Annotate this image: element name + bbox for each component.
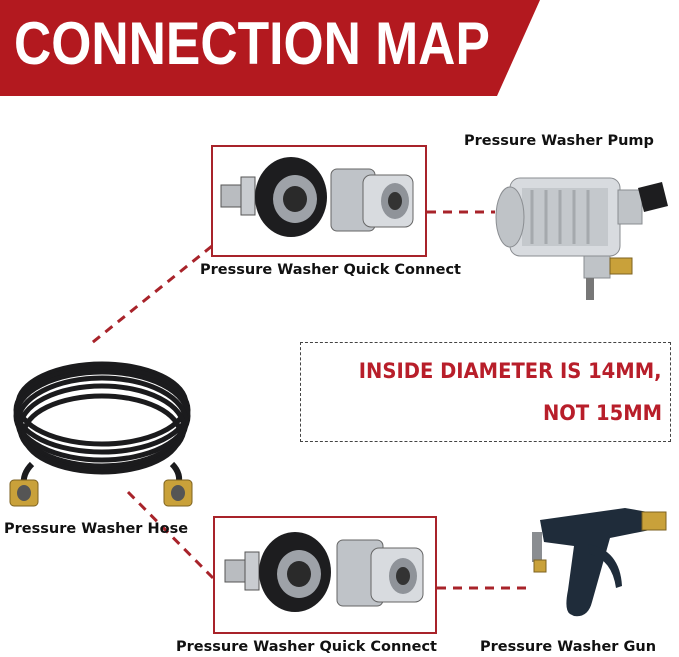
pump-label: Pressure Washer Pump (464, 133, 654, 149)
gun-label: Pressure Washer Gun (480, 639, 657, 655)
connector-top-to-hose (87, 244, 213, 348)
quick-connect-fittings-icon (220, 157, 414, 237)
note-line-2: NOT 15MM (542, 401, 662, 425)
note-line-1: INSIDE DIAMETER IS 14MM, (359, 359, 662, 383)
quick-connect-top-frame (211, 145, 427, 257)
inside-diameter-note: INSIDE DIAMETER IS 14MM, NOT 15MM (300, 342, 671, 442)
quick-connect-bottom-label: Pressure Washer Quick Connect (176, 639, 437, 655)
hose-label: Pressure Washer Hose (4, 521, 189, 537)
quick-connect-fittings-icon (224, 532, 424, 612)
quick-connect-bottom-frame (213, 516, 437, 634)
pump-icon (495, 177, 668, 300)
spray-gun-icon (532, 508, 667, 617)
hose-icon (9, 361, 193, 507)
banner-background (0, 0, 540, 96)
page-title: CONNECTION MAP (14, 10, 490, 77)
quick-connect-top-label: Pressure Washer Quick Connect (200, 262, 461, 278)
connector-hose-to-bottom (126, 490, 215, 580)
